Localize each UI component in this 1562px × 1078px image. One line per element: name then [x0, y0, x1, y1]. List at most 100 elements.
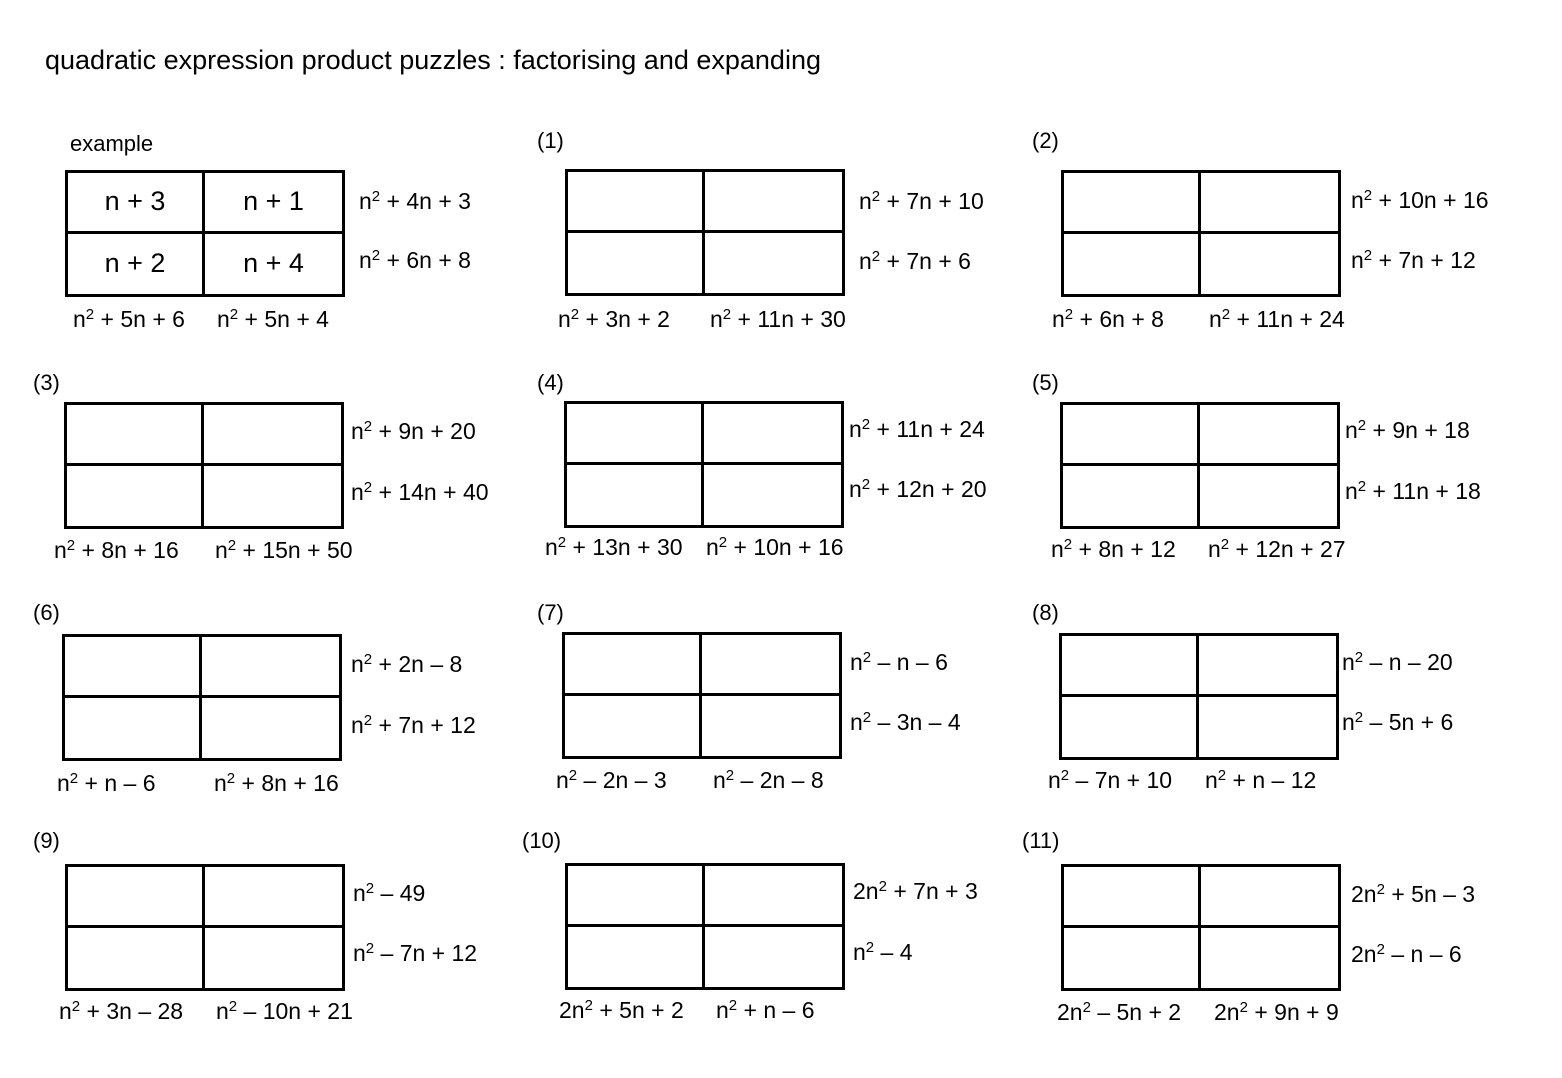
- answer-cell[interactable]: [67, 465, 204, 526]
- exponent: 2: [557, 533, 567, 551]
- variable: n: [706, 534, 719, 560]
- answer-cell[interactable]: [565, 695, 702, 756]
- answer-cell[interactable]: [1201, 173, 1338, 234]
- expression-rest: + 15n + 50: [236, 537, 353, 563]
- expression-rest: + 9n + 9: [1247, 999, 1339, 1025]
- exponent: 2: [728, 996, 738, 1014]
- row-product-expression: n2 + 12n + 20: [849, 476, 987, 503]
- answer-cell[interactable]: [704, 465, 841, 526]
- answer-cell[interactable]: [1064, 867, 1201, 928]
- answer-cell[interactable]: [702, 635, 839, 696]
- exponent: 2: [871, 247, 881, 265]
- variable: n: [1069, 999, 1083, 1025]
- exponent: 2: [725, 766, 735, 784]
- expression-rest: + n – 6: [737, 997, 815, 1023]
- exponent: 2: [871, 187, 881, 205]
- answer-cell[interactable]: [1064, 233, 1201, 294]
- puzzle-grid: [565, 863, 845, 990]
- expression-rest: + 4n + 3: [380, 188, 471, 214]
- answer-cell[interactable]: [1064, 173, 1201, 234]
- answer-cell[interactable]: [68, 927, 205, 988]
- answer-cell[interactable]: [567, 464, 704, 525]
- column-product-expression: 2n2 + 9n + 9: [1214, 999, 1339, 1026]
- row-product-expression: n2 – 49: [353, 880, 425, 907]
- answer-cell[interactable]: [204, 466, 341, 527]
- exponent: 2: [66, 536, 76, 554]
- exponent: 2: [371, 246, 381, 264]
- expression-rest: – 4: [874, 939, 913, 965]
- exponent: 2: [584, 996, 593, 1014]
- row-product-expression: n2 + 14n + 40: [351, 479, 489, 506]
- answer-cell[interactable]: [705, 172, 842, 233]
- answer-cell[interactable]: [1199, 636, 1336, 697]
- answer-cell[interactable]: [1062, 636, 1199, 697]
- answer-cell[interactable]: [1201, 234, 1338, 295]
- expression-rest: + 9n + 18: [1366, 417, 1470, 443]
- answer-cell[interactable]: [568, 866, 705, 927]
- answer-cell[interactable]: [567, 404, 704, 465]
- puzzle-number-label: (11): [1022, 828, 1060, 853]
- answer-cell[interactable]: [704, 404, 841, 465]
- example-label: example: [70, 131, 154, 156]
- answer-cell[interactable]: [205, 928, 342, 989]
- exponent: 2: [1376, 940, 1385, 958]
- exponent: 2: [1239, 998, 1248, 1016]
- answer-cell[interactable]: [202, 637, 339, 698]
- expression-rest: + 11n + 24: [870, 416, 985, 442]
- exponent: 2: [1376, 880, 1385, 898]
- variable: n: [1051, 536, 1064, 562]
- column-product-expression: n2 + n – 12: [1205, 767, 1316, 794]
- answer-cell[interactable]: [568, 172, 705, 233]
- answer-cell[interactable]: [705, 233, 842, 294]
- exponent: 2: [69, 769, 79, 787]
- answer-cell[interactable]: [1199, 697, 1336, 758]
- puzzle-grid: [1061, 170, 1341, 297]
- answer-cell[interactable]: [65, 637, 202, 698]
- exponent: 2: [722, 305, 732, 323]
- answer-cell[interactable]: [702, 696, 839, 757]
- expression-rest: + 7n + 12: [1372, 247, 1476, 273]
- answer-cell[interactable]: [202, 698, 339, 759]
- expression-rest: – 2n – 3: [577, 767, 667, 793]
- answer-cell[interactable]: [568, 926, 705, 987]
- answer-cell[interactable]: [65, 697, 202, 758]
- answer-cell[interactable]: [568, 232, 705, 293]
- exponent: 2: [1217, 766, 1227, 784]
- answer-cell[interactable]: [1062, 696, 1199, 757]
- answer-cell[interactable]: [705, 927, 842, 988]
- variable: n: [1052, 306, 1065, 332]
- row-product-expression: n2 + 7n + 6: [859, 248, 971, 275]
- exponent: 2: [1357, 416, 1367, 434]
- row-product-expression: n2 + 11n + 24: [849, 416, 985, 443]
- answer-cell[interactable]: [1063, 465, 1200, 526]
- answer-cell[interactable]: [204, 405, 341, 466]
- exponent: 2: [228, 997, 238, 1015]
- answer-cell[interactable]: [1200, 466, 1337, 527]
- expression-rest: – 5n + 6: [1363, 709, 1454, 735]
- answer-cell[interactable]: [565, 635, 702, 696]
- column-product-expression: n2 + 8n + 16: [214, 770, 339, 797]
- puzzle-grid: [64, 402, 344, 529]
- column-product-expression: n2 + 8n + 12: [1051, 536, 1176, 563]
- puzzle-grid: [65, 864, 345, 991]
- variable: n: [216, 998, 229, 1024]
- answer-cell[interactable]: [205, 867, 342, 928]
- answer-cell[interactable]: [705, 866, 842, 927]
- answer-cell[interactable]: [1064, 927, 1201, 988]
- answer-cell[interactable]: [67, 405, 204, 466]
- expression-rest: + 6n + 8: [1073, 306, 1164, 332]
- answer-cell[interactable]: [1200, 405, 1337, 466]
- column-product-expression: n2 + 5n + 6: [73, 306, 185, 333]
- answer-cell[interactable]: [1201, 867, 1338, 928]
- column-product-expression: n2 + 5n + 4: [217, 306, 329, 333]
- expression-rest: + 5n + 6: [94, 306, 185, 332]
- answer-cell[interactable]: [1063, 405, 1200, 466]
- answer-cell[interactable]: [1201, 928, 1338, 989]
- puzzle-grid: [1060, 402, 1340, 529]
- row-product-expression: n2 – n – 20: [1342, 649, 1453, 676]
- column-product-expression: n2 + 15n + 50: [215, 537, 353, 564]
- exponent: 2: [1221, 305, 1231, 323]
- variable: n: [1342, 709, 1355, 735]
- answer-cell: n + 2: [68, 233, 205, 294]
- answer-cell[interactable]: [68, 867, 205, 928]
